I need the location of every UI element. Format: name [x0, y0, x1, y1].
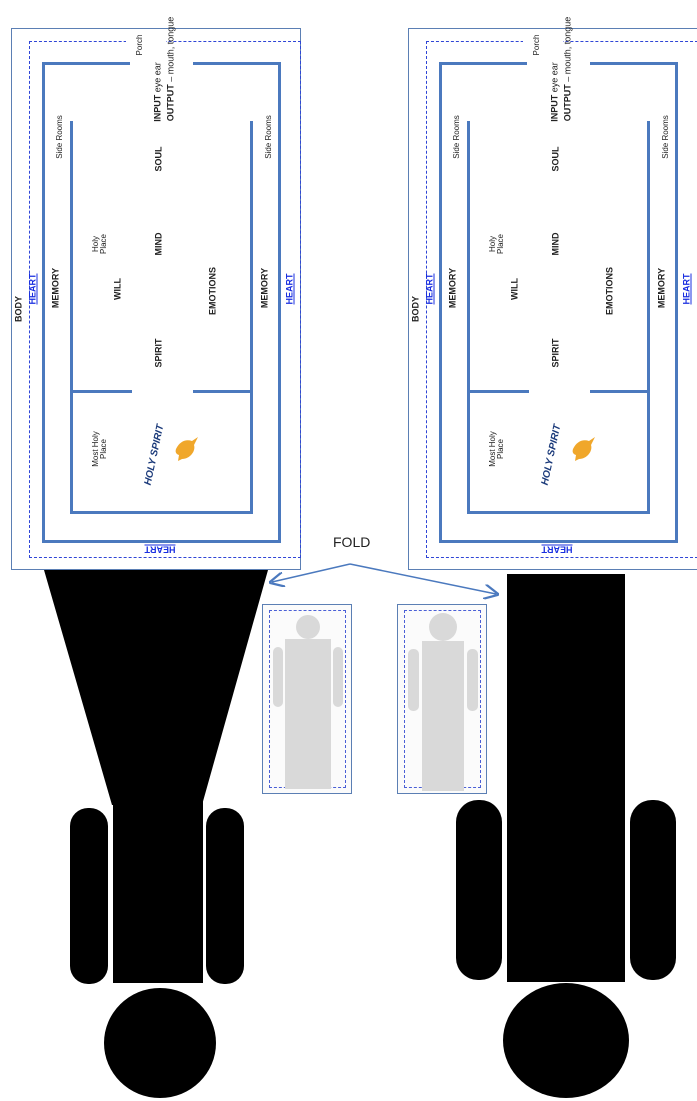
wall: [647, 121, 650, 514]
wall: [278, 62, 281, 543]
wall: [590, 390, 650, 393]
wall: [439, 540, 678, 543]
silhouette-right-arm: [630, 800, 676, 980]
thumbnail-figure-arm: [333, 647, 343, 707]
porch-gap: [126, 35, 166, 63]
silhouette-left-arm: [456, 800, 502, 980]
wall: [42, 62, 45, 543]
wall: [590, 62, 678, 65]
silhouette-right-arm: [206, 808, 244, 984]
thumbnail-figure-arm: [467, 649, 478, 711]
thumbnail-figure-head: [429, 613, 457, 641]
silhouette-left-arm: [70, 808, 108, 984]
wall: [675, 62, 678, 543]
silhouette-head: [104, 988, 216, 1098]
thumbnail-figure-body: [422, 641, 464, 791]
thumbnail-figure-arm: [273, 647, 283, 707]
wall: [250, 121, 253, 514]
dove-icon: [175, 437, 198, 461]
wall: [70, 511, 253, 514]
thumbnail-left: [262, 604, 352, 794]
temple-card-right: BODY HEART MEMORY Side Rooms Porch INPUT…: [408, 17, 697, 570]
wall: [42, 62, 130, 65]
wall: [439, 62, 527, 65]
thumbnail-figure-body: [285, 639, 331, 789]
wall: [467, 511, 650, 514]
wall: [193, 390, 253, 393]
wall: [70, 390, 132, 393]
thumbnail-right: [397, 604, 487, 794]
silhouette-torso: [113, 800, 203, 983]
silhouette-torso-trapezoid: [44, 570, 268, 805]
temple-card-left: BODY HEART MEMORY Side Rooms Porch INPUT…: [11, 17, 301, 570]
wall: [439, 62, 442, 543]
silhouette-torso: [507, 574, 625, 982]
wall: [42, 540, 281, 543]
silhouette-head: [503, 983, 629, 1098]
wall: [70, 121, 73, 514]
porch-gap: [523, 35, 563, 63]
fold-label: FOLD: [333, 534, 371, 550]
dove-icon: [572, 437, 595, 461]
wall: [467, 390, 529, 393]
thumbnail-figure-arm: [408, 649, 419, 711]
thumbnail-figure-head: [296, 615, 320, 639]
wall: [467, 121, 470, 514]
wall: [193, 62, 281, 65]
